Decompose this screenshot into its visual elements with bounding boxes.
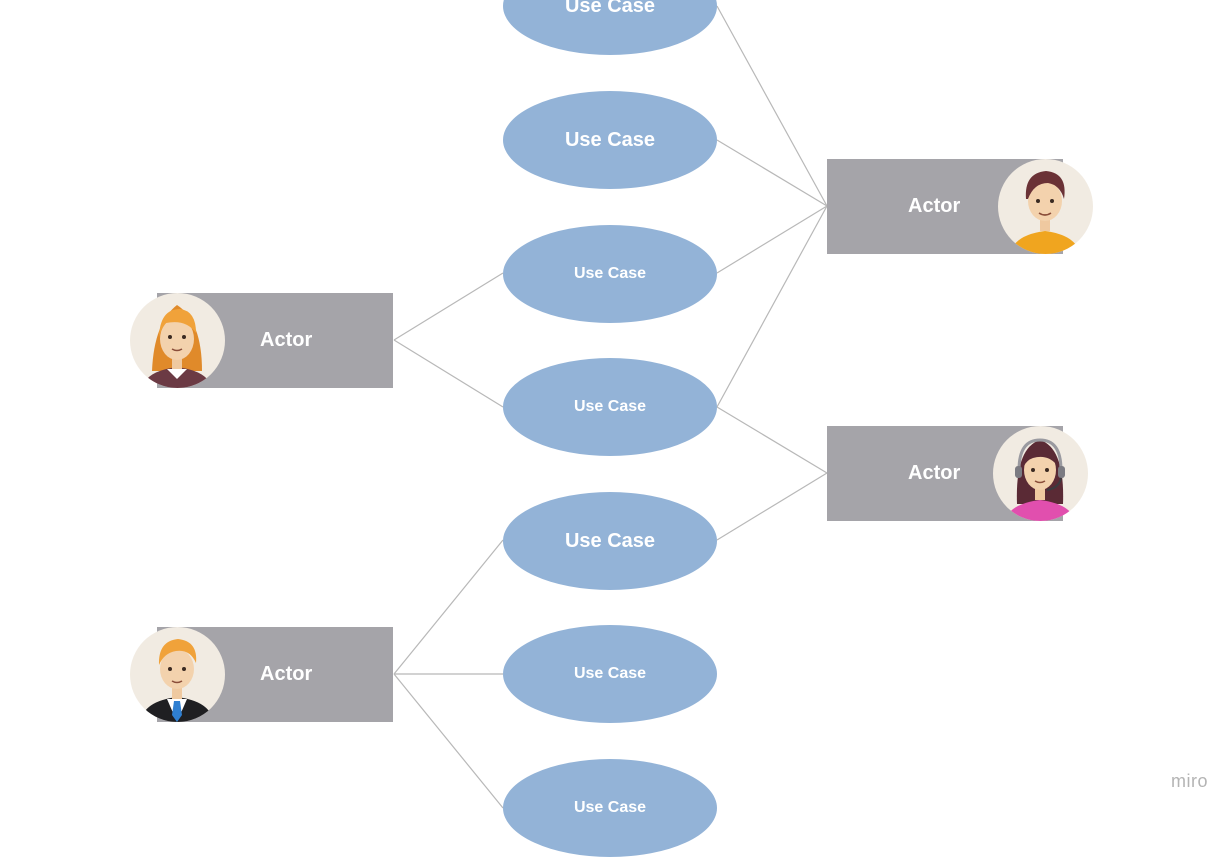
- connector-line[interactable]: [716, 205, 828, 408]
- use-case-label: Use Case: [573, 799, 647, 816]
- use-case-ellipse-3[interactable]: Use Case: [503, 225, 717, 323]
- connector-line[interactable]: [716, 472, 828, 541]
- actor-label: Actor: [260, 663, 313, 685]
- use-case-label: Use Case: [573, 265, 647, 282]
- connectors-layer: [393, 5, 828, 809]
- actor-label: Actor: [260, 329, 313, 351]
- use-case-ellipse-2[interactable]: Use Case: [503, 91, 717, 189]
- use-case-label: Use Case: [573, 665, 647, 682]
- use-case-ellipse-7[interactable]: Use Case: [503, 759, 717, 857]
- support-agent-headset-avatar-icon[interactable]: [993, 426, 1088, 521]
- use-case-ellipse-4[interactable]: Use Case: [503, 358, 717, 456]
- actor-label: Actor: [908, 195, 961, 217]
- use-case-label: Use Case: [564, 0, 656, 17]
- connector-line[interactable]: [393, 339, 504, 408]
- man-avatar-icon[interactable]: [998, 159, 1093, 254]
- connector-line[interactable]: [716, 139, 828, 207]
- connector-line[interactable]: [716, 406, 828, 474]
- miro-watermark: miro: [1171, 771, 1208, 791]
- woman-blonde-avatar-icon[interactable]: [130, 293, 225, 388]
- use-case-label: Use Case: [564, 128, 656, 151]
- use-case-ellipse-6[interactable]: Use Case: [503, 625, 717, 723]
- connector-line[interactable]: [716, 205, 828, 274]
- use-case-ellipse-5[interactable]: Use Case: [503, 492, 717, 590]
- connector-line[interactable]: [716, 5, 828, 207]
- connector-line[interactable]: [393, 673, 504, 809]
- use-case-label: Use Case: [573, 398, 647, 415]
- actor-label: Actor: [908, 462, 961, 484]
- connector-line[interactable]: [393, 539, 504, 675]
- connector-line[interactable]: [393, 272, 504, 341]
- use-case-label: Use Case: [564, 529, 656, 552]
- businessman-avatar-icon[interactable]: [130, 627, 225, 722]
